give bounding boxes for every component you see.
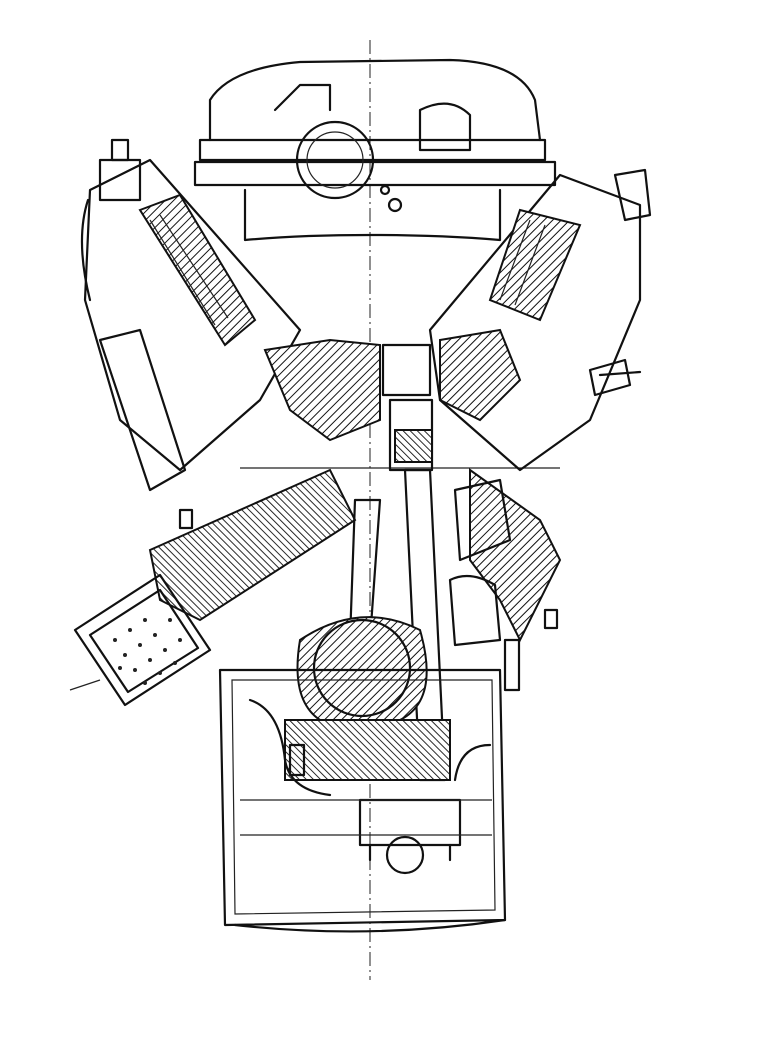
filter-element-dots xyxy=(113,618,182,685)
left-cylinder-bank xyxy=(80,138,302,492)
engine-block-web xyxy=(148,328,562,647)
intake-manifold xyxy=(193,58,557,242)
oil-filter xyxy=(69,573,212,707)
right-cylinder-bank xyxy=(428,168,652,472)
crankshaft-counterweight xyxy=(284,616,462,875)
fastener-bolts xyxy=(178,508,559,777)
oil-sump xyxy=(218,668,507,933)
